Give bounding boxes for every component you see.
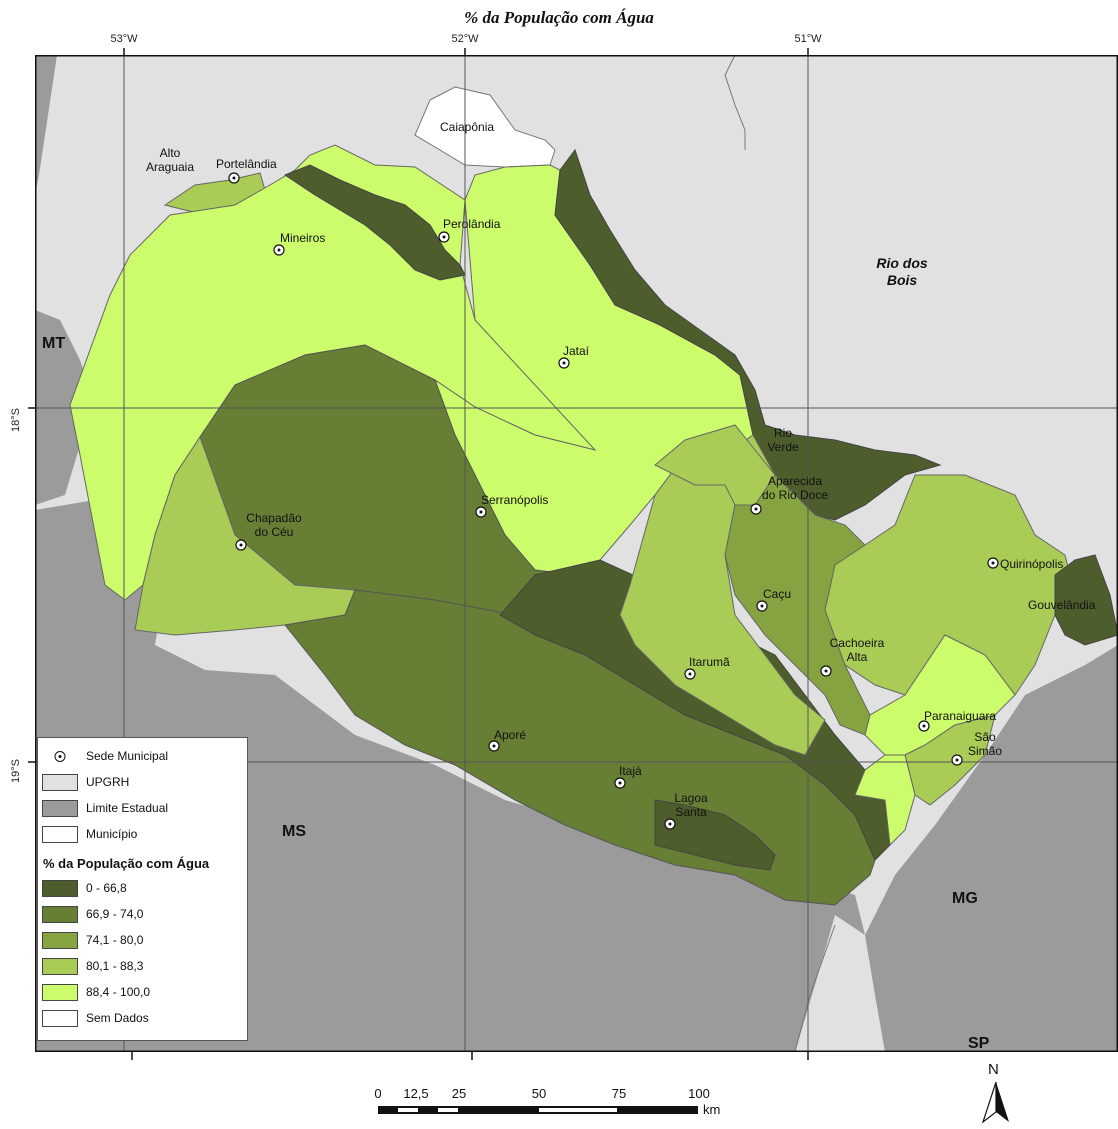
- north-arrow-icon: [981, 1081, 1009, 1124]
- label-caiaponia: Caiapônia: [440, 120, 495, 134]
- legend-item-sede: Sede Municipal: [42, 746, 168, 766]
- label-apore: Aporé: [494, 728, 527, 742]
- polygon-gouvelandia: [1054, 554, 1118, 646]
- legend-swatch-class-1: [42, 879, 78, 897]
- legend-title: % da População com Água: [43, 856, 210, 871]
- label-jatai: Jataí: [563, 344, 590, 358]
- scale-bar: [378, 1106, 698, 1114]
- scale-unit: km: [703, 1102, 721, 1117]
- scale-tick-100: 100: [688, 1086, 710, 1101]
- longitude-label-53w: 53°W: [110, 33, 138, 45]
- label-mineiros: Mineiros: [280, 231, 326, 245]
- label-cacu: Caçu: [763, 587, 792, 601]
- legend-swatch-class-3: [42, 931, 78, 949]
- legend-item-municipio: Município: [42, 824, 137, 844]
- polygon-sao-simao: [904, 714, 996, 806]
- label-quirinopolis: Quirinópolis: [1000, 557, 1064, 571]
- polygon-rio-verde: [554, 148, 942, 521]
- state-label-ms: MS: [282, 823, 306, 840]
- state-label-sp: SP: [968, 1035, 990, 1052]
- legend-swatch-class-2: [42, 905, 78, 923]
- legend-class-1: 0 - 66,8: [42, 878, 127, 898]
- legend-item-upgrh: UPGRH: [42, 772, 129, 792]
- scale-tick-75: 75: [611, 1086, 627, 1101]
- scale-tick-50: 50: [531, 1086, 547, 1101]
- label-itaja: Itajá: [619, 764, 642, 778]
- label-portelandia: Portelândia: [216, 157, 277, 171]
- municipio-caiaponia: [414, 86, 556, 168]
- state-border-north: [724, 55, 746, 150]
- scale-tick-0: 0: [374, 1086, 382, 1101]
- polygon-south-green: [854, 754, 916, 847]
- state-area-ms-mg: [35, 495, 1118, 1052]
- label-gouvelandia: Gouvelândia: [1028, 598, 1096, 612]
- state-label-mg: MG: [952, 890, 978, 907]
- legend-swatch-class-4: [42, 957, 78, 975]
- polygon-perolandia: [283, 164, 466, 281]
- label-itaruma: Itarumã: [689, 655, 730, 669]
- longitude-label-52w: 52°W: [451, 33, 479, 45]
- polygon-cachoeira-alta: [724, 474, 871, 736]
- map-title: % da População com Água: [464, 8, 654, 27]
- label-paranaiguara: Paranaiguara: [924, 709, 997, 723]
- legend-swatch-municipio: [42, 825, 78, 843]
- state-border-south: [794, 924, 836, 1052]
- legend-item-limite: Limite Estadual: [42, 798, 168, 818]
- legend-class-5: 88,4 - 100,0: [42, 982, 150, 1002]
- upgrh-corridor: [795, 915, 885, 1052]
- polygon-lagoa-santa: [654, 799, 776, 871]
- scale-tick-12-5: 12,5: [403, 1086, 429, 1101]
- legend-class-4: 80,1 - 88,3: [42, 956, 143, 976]
- sede-symbol-icon: [54, 750, 66, 762]
- scale-tick-25: 25: [451, 1086, 467, 1101]
- legend-swatch-class-6: [42, 1009, 78, 1027]
- legend-class-2: 66,9 - 74,0: [42, 904, 143, 924]
- legend-class-6: Sem Dados: [42, 1008, 149, 1028]
- legend-swatch-limite: [42, 799, 78, 817]
- map-legend: Sede Municipal UPGRH Limite Estadual Mun…: [37, 737, 248, 1041]
- longitude-label-51w: 51°W: [794, 33, 822, 45]
- legend-swatch-upgrh: [42, 773, 78, 791]
- map-canvas[interactable]: [35, 55, 1118, 1052]
- north-label: N: [988, 1061, 999, 1078]
- legend-class-3: 74,1 - 80,0: [42, 930, 143, 950]
- state-area-mt-north: [35, 55, 57, 195]
- legend-swatch-class-5: [42, 983, 78, 1001]
- label-serranopolis: Serranópolis: [481, 493, 549, 507]
- label-perolandia: Perolândia: [443, 217, 501, 231]
- state-label-mt: MT: [42, 335, 66, 352]
